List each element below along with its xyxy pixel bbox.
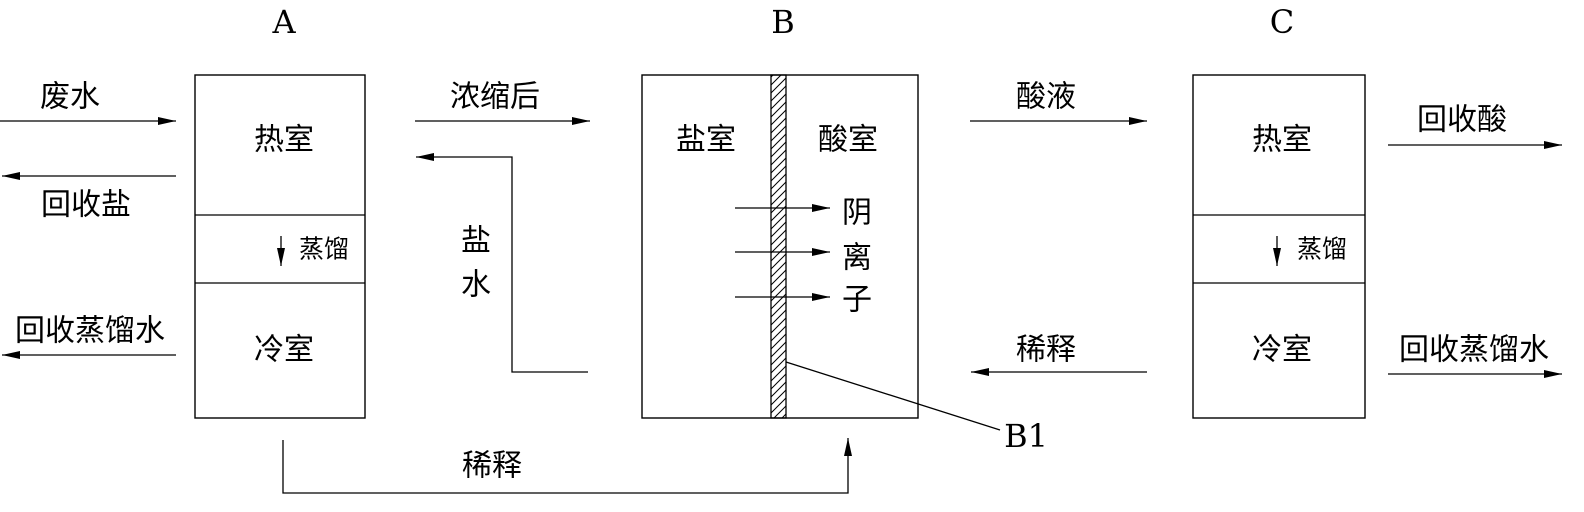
unit-a-hot-chamber: 热室 bbox=[254, 123, 314, 158]
wastewater-label: 废水 bbox=[40, 80, 100, 115]
anion-exchange-membrane bbox=[770, 74, 787, 419]
recovered-distilled-water-a-label: 回收蒸馏水 bbox=[15, 314, 165, 349]
recovered-salt-label: 回收盐 bbox=[41, 188, 131, 223]
unit-c-cold-chamber: 冷室 bbox=[1252, 333, 1312, 368]
unit-c-distill-label: 蒸馏 bbox=[1297, 235, 1347, 264]
recovered-distilled-water-c-label: 回收蒸馏水 bbox=[1399, 333, 1549, 368]
recovered-acid-label: 回收酸 bbox=[1417, 103, 1507, 138]
brine-label-char-2: 水 bbox=[461, 268, 491, 303]
acid-chamber-label: 酸室 bbox=[818, 123, 878, 158]
membrane-leader-line bbox=[785, 361, 1001, 431]
unit-b-label: B bbox=[771, 3, 795, 41]
anion-label-char-3: 子 bbox=[842, 283, 872, 318]
membrane-label: B1 bbox=[1004, 417, 1048, 455]
unit-a-cold-chamber: 冷室 bbox=[254, 333, 314, 368]
unit-a-distill-label: 蒸馏 bbox=[299, 235, 349, 264]
anion-label-char-2: 离 bbox=[842, 241, 872, 276]
unit-c-label: C bbox=[1270, 3, 1294, 41]
unit-c-hot-chamber: 热室 bbox=[1252, 123, 1312, 158]
dilution-c-to-b-label: 稀释 bbox=[1016, 333, 1076, 368]
dilution-a-to-b-arrow bbox=[282, 438, 852, 494]
brine-return-arrow bbox=[416, 153, 588, 373]
unit-a-label: A bbox=[271, 3, 296, 41]
dilution-a-to-b-label: 稀释 bbox=[462, 449, 522, 484]
salt-chamber-label: 盐室 bbox=[676, 123, 736, 158]
concentrated-label: 浓缩后 bbox=[450, 80, 540, 115]
acid-liquid-label: 酸液 bbox=[1016, 80, 1076, 115]
brine-label-char-1: 盐 bbox=[461, 224, 491, 259]
unit-c-box bbox=[1192, 74, 1366, 419]
anion-label-char-1: 阴 bbox=[842, 196, 872, 231]
unit-a-box bbox=[194, 74, 366, 419]
